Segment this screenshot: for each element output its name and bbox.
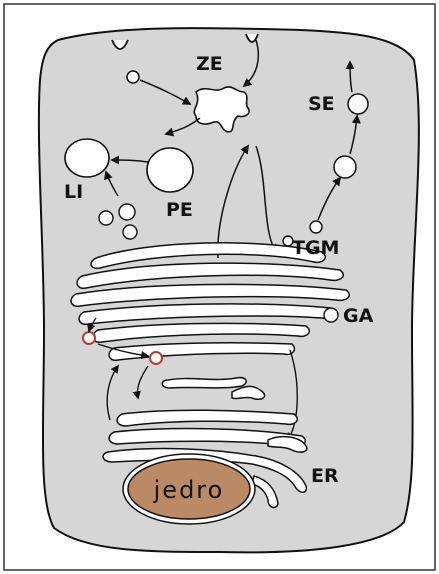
label-tgm: TGM — [292, 237, 339, 259]
endocytic-vesicle — [127, 71, 139, 83]
secretory-vesicle — [348, 94, 368, 114]
vesicle — [123, 225, 137, 239]
label-pe: PE — [166, 199, 193, 221]
golgi-vesicle — [324, 308, 338, 322]
label-ga: GA — [343, 305, 374, 327]
highlighted-vesicle — [83, 332, 95, 344]
lysosome — [65, 139, 109, 177]
late-endosome — [147, 148, 193, 192]
label-li: LI — [64, 181, 83, 203]
vesicle — [99, 211, 113, 225]
label-ze: ZE — [196, 53, 223, 75]
label-nucleus: jedro — [153, 476, 225, 504]
secretory-vesicle — [334, 156, 356, 178]
transport-vesicle — [310, 221, 322, 233]
vesicle — [119, 204, 135, 220]
label-se: SE — [308, 93, 335, 115]
label-er: ER — [311, 465, 339, 487]
highlighted-vesicle — [150, 352, 162, 364]
